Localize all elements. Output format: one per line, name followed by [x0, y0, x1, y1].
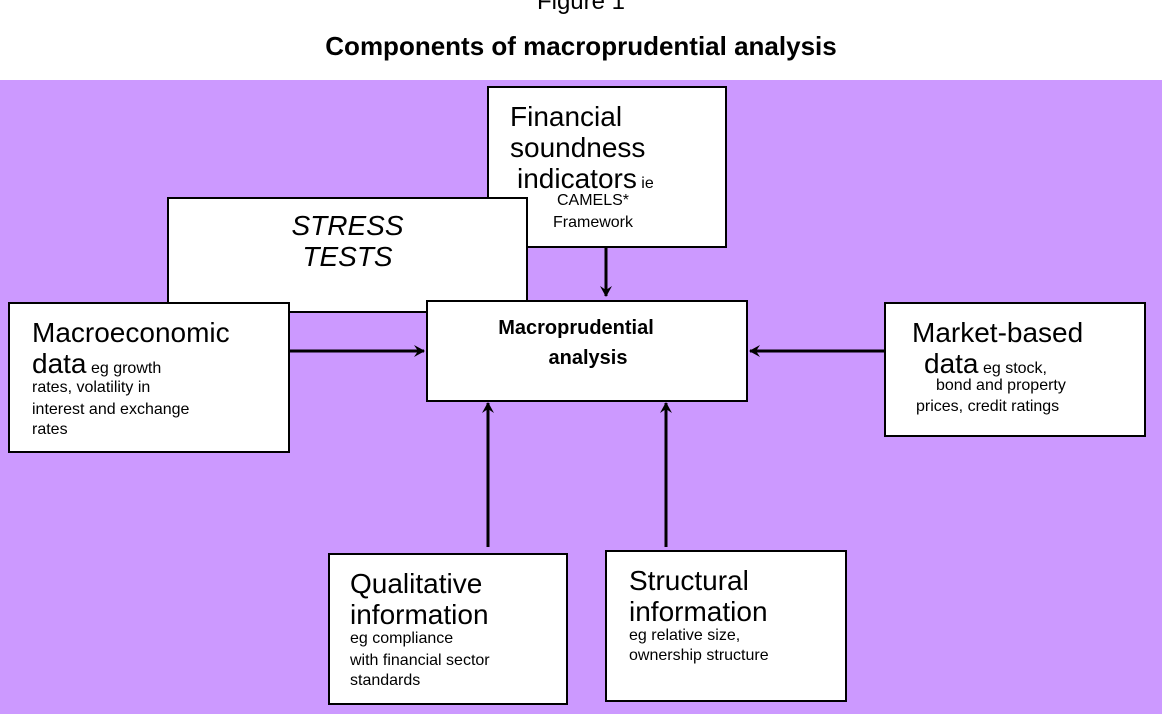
- fsi-suffix: ie: [641, 175, 654, 192]
- qualitative-title-line1: Qualitative: [350, 568, 483, 599]
- fsi-detail2: Framework: [553, 214, 634, 231]
- market-suffix: eg stock,: [982, 360, 1047, 377]
- market-based-data-box: Market-based data eg stock, bond and pro…: [884, 302, 1146, 437]
- structural-detail1: eg relative size,: [629, 627, 741, 644]
- qualitative-detail1: eg compliance: [350, 630, 454, 647]
- market-detail1: bond and property: [936, 377, 1066, 394]
- figure-title: Components of macroprudential analysis: [325, 31, 837, 61]
- macro-detail3: rates: [32, 421, 68, 438]
- figure-label: Figure 1: [536, 0, 626, 15]
- stress-tests-line2: TESTS: [302, 241, 393, 272]
- macro-title-line1: Macroeconomic: [32, 317, 230, 348]
- macro-detail2: interest and exchange: [32, 401, 190, 418]
- structural-title-line2: information: [629, 596, 768, 627]
- qualitative-title-line2: information: [350, 599, 489, 630]
- qualitative-detail3: standards: [350, 672, 421, 689]
- qualitative-information-box: Qualitative information eg compliance wi…: [328, 553, 568, 705]
- macroeconomic-data-box: Macroeconomic data eg growth rates, vola…: [8, 302, 290, 453]
- qualitative-detail2: with financial sector: [350, 652, 490, 669]
- structural-information-box: Structural information eg relative size,…: [605, 550, 847, 702]
- market-title-line1: Market-based: [912, 317, 1084, 348]
- macro-detail1: rates, volatility in: [32, 379, 151, 396]
- macro-suffix: eg growth: [90, 360, 162, 377]
- center-line1: Macroprudential: [498, 317, 654, 339]
- fsi-detail1: CAMELS*: [557, 192, 630, 209]
- stress-tests-box: STRESS TESTS: [167, 197, 528, 313]
- structural-detail2: ownership structure: [629, 647, 769, 664]
- macro-title-line2: data: [32, 348, 87, 379]
- fsi-title-line3: indicators: [517, 163, 637, 194]
- fsi-title-line2: soundness: [510, 132, 646, 163]
- macroprudential-analysis-box: Macroprudential analysis: [426, 300, 748, 402]
- market-detail2: prices, credit ratings: [916, 398, 1060, 415]
- market-title-line2: data: [924, 348, 979, 379]
- fsi-title-line1: Financial: [510, 101, 623, 132]
- stress-tests-line1: STRESS: [291, 210, 404, 241]
- center-line2: analysis: [548, 347, 628, 369]
- structural-title-line1: Structural: [629, 565, 749, 596]
